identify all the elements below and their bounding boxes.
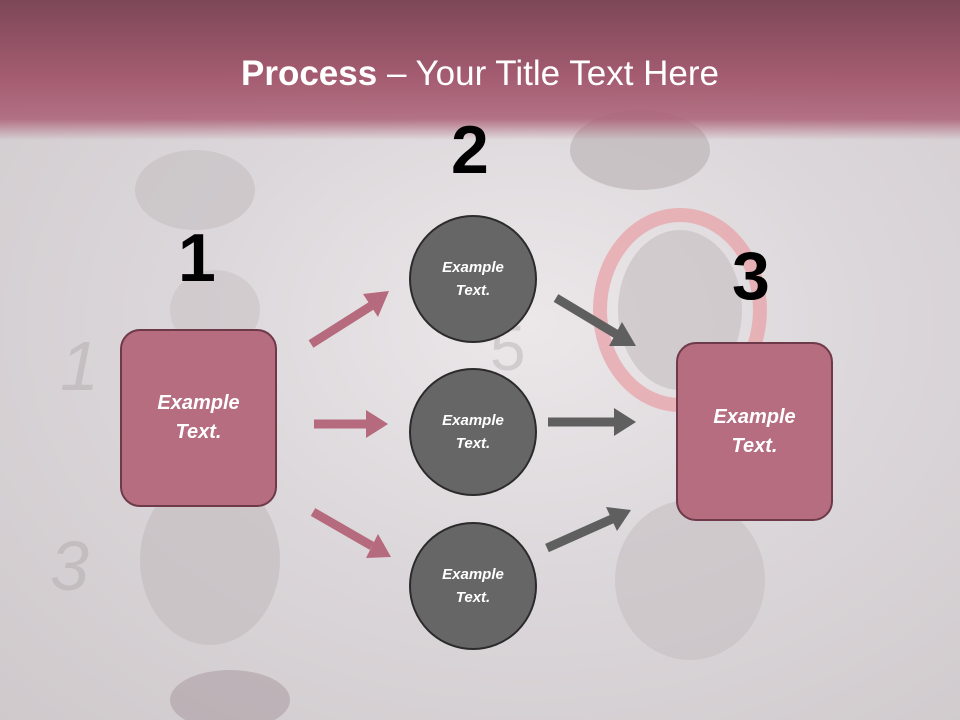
arrow-left-down — [310, 508, 391, 558]
circle-middle-line1: Example — [442, 412, 504, 429]
step-3-text-line2: Text. — [731, 434, 778, 457]
arrow-right-up — [545, 507, 631, 553]
step-2-circle-top: Example Text. — [409, 215, 537, 343]
step-1-box: Example Text. — [120, 329, 277, 507]
circle-middle-line2: Text. — [455, 435, 491, 452]
title-bold: Process — [241, 54, 378, 93]
step-number-2: 2 — [451, 112, 489, 188]
arrow-right-down — [553, 294, 636, 346]
step-1-text-line1: Example — [157, 392, 240, 414]
title-bar — [0, 0, 960, 140]
slide-title: Process – Your Title Text Here — [0, 52, 960, 96]
circle-top-line2: Text. — [455, 282, 491, 299]
step-2-circle-bottom: Example Text. — [409, 522, 537, 650]
arrow-right-middle — [548, 408, 636, 436]
step-3-text-line1: Example — [713, 405, 796, 428]
step-2-circle-middle: Example Text. — [409, 368, 537, 496]
step-number-3: 3 — [732, 238, 770, 314]
step-1-text-line2: Text. — [175, 421, 222, 443]
step-number-1: 1 — [178, 220, 216, 296]
svg-text:1: 1 — [60, 327, 99, 405]
arrow-left-up — [308, 291, 389, 348]
circle-top-line1: Example — [442, 259, 504, 276]
title-rest: – Your Title Text Here — [377, 54, 719, 93]
step-3-box: Example Text. — [676, 342, 833, 521]
circle-bottom-line1: Example — [442, 566, 504, 583]
circle-bottom-line2: Text. — [455, 589, 491, 606]
svg-text:3: 3 — [50, 527, 89, 605]
arrow-left-middle — [314, 410, 388, 438]
